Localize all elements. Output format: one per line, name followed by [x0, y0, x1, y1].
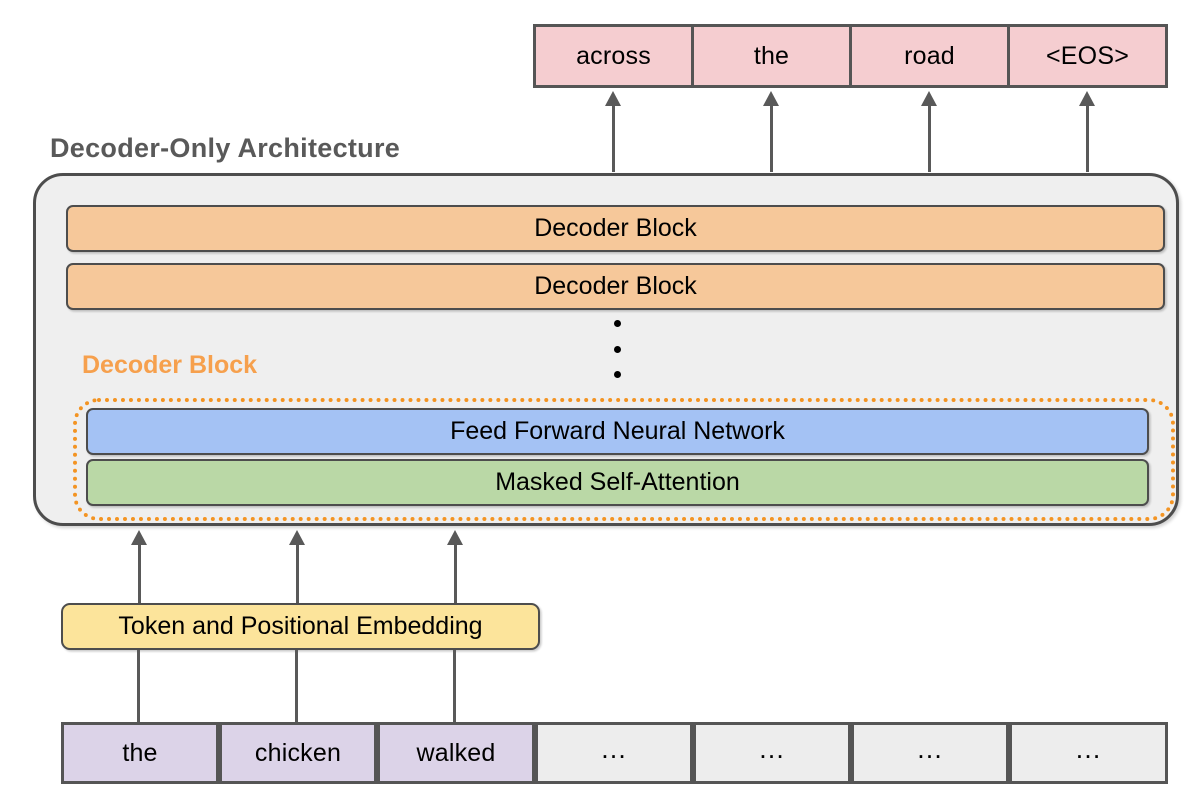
output-token-cell[interactable]: <EOS>: [1007, 24, 1168, 88]
page-title: Decoder-Only Architecture: [50, 133, 401, 163]
feed-forward-layer[interactable]: Feed Forward Neural Network: [86, 408, 1149, 455]
output-token-cell[interactable]: across: [533, 24, 694, 88]
input-token-label: the: [122, 738, 158, 767]
feed-forward-label: Feed Forward Neural Network: [450, 417, 785, 445]
connector-line: [295, 650, 298, 722]
input-token-label: walked: [416, 738, 496, 767]
input-token-placeholder-cell[interactable]: …: [1009, 722, 1168, 784]
decoder-block-label: Decoder Block: [534, 214, 697, 242]
arrow-up-icon: [605, 91, 621, 172]
ellipsis-label: …: [916, 733, 944, 764]
architecture-container: Decoder Block Decoder Block Decoder Bloc…: [33, 173, 1179, 526]
connector-line: [453, 650, 456, 722]
input-token-cell[interactable]: walked: [377, 722, 535, 784]
output-token-label: the: [753, 41, 790, 70]
arrow-up-icon: [289, 530, 305, 605]
ellipsis-label: …: [600, 733, 628, 764]
arrow-up-icon: [1079, 91, 1095, 172]
input-token-cell[interactable]: the: [61, 722, 219, 784]
input-token-placeholder-cell[interactable]: …: [693, 722, 851, 784]
masked-self-attention-layer[interactable]: Masked Self-Attention: [86, 459, 1149, 506]
decoder-group-label: Decoder Block: [82, 351, 258, 379]
output-token-label: <EOS>: [1046, 41, 1129, 70]
decoder-block-layer[interactable]: Decoder Block: [66, 205, 1165, 252]
embedding-box[interactable]: Token and Positional Embedding: [61, 603, 540, 650]
connector-line: [137, 650, 140, 722]
output-token-label: across: [576, 41, 651, 70]
ellipsis-label: …: [1074, 733, 1103, 764]
arrow-up-icon: [921, 91, 937, 172]
output-token-label: road: [904, 41, 955, 70]
input-token-cell[interactable]: chicken: [219, 722, 377, 784]
decoder-group-outline: [73, 398, 1175, 521]
arrow-up-icon: [447, 530, 463, 605]
decoder-block-label: Decoder Block: [534, 272, 697, 300]
arrow-up-icon: [131, 530, 147, 605]
masked-self-attention-label: Masked Self-Attention: [495, 468, 740, 496]
input-token-label: chicken: [254, 738, 342, 767]
input-token-placeholder-cell[interactable]: …: [851, 722, 1009, 784]
embedding-label: Token and Positional Embedding: [118, 612, 483, 640]
output-token-cell[interactable]: the: [691, 24, 852, 88]
output-token-cell[interactable]: road: [849, 24, 1010, 88]
vertical-ellipsis-icon: [609, 320, 625, 378]
input-token-placeholder-cell[interactable]: …: [535, 722, 693, 784]
arrow-up-icon: [763, 91, 779, 172]
decoder-block-layer[interactable]: Decoder Block: [66, 263, 1165, 310]
ellipsis-label: …: [758, 733, 786, 764]
